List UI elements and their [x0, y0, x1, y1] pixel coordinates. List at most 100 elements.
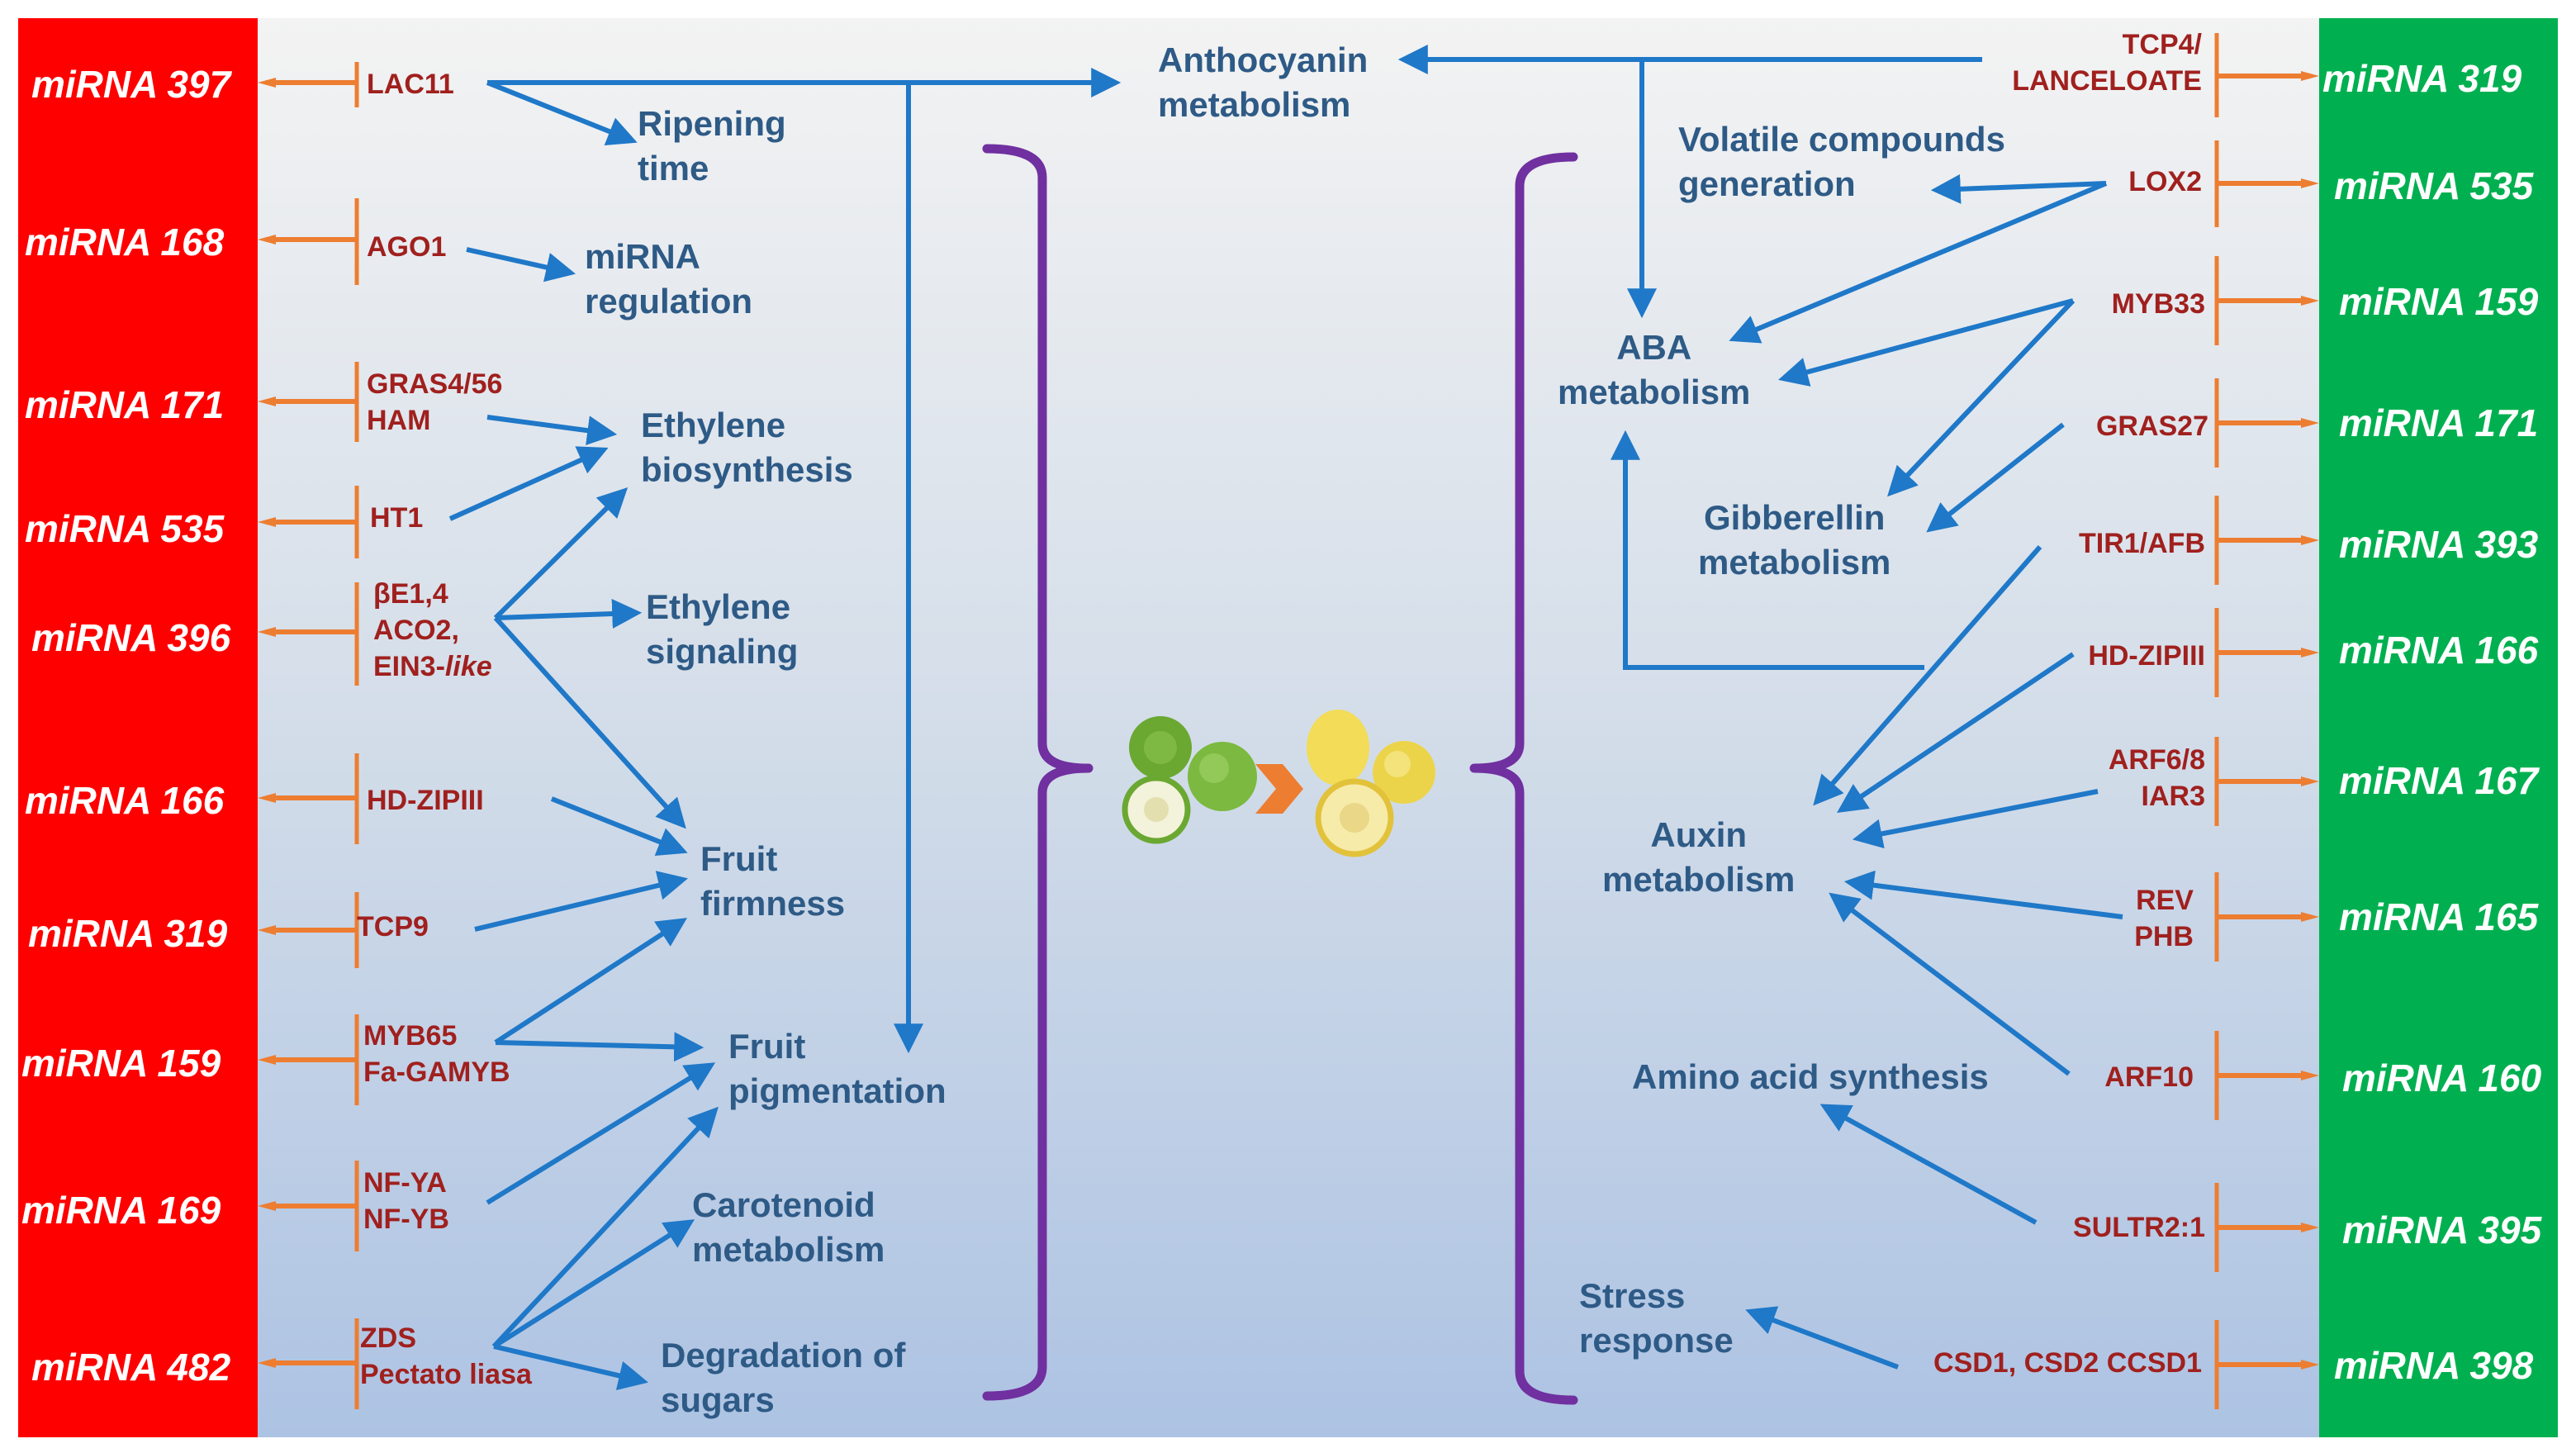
process-mirna-regulation: miRNA regulation	[585, 237, 753, 321]
process-aba-metabolism: ABA metabolism	[1558, 328, 1751, 411]
right-mirna-panel	[2319, 18, 2558, 1437]
left-mirna-169: miRNA 169	[21, 1189, 221, 1232]
gene-gras27: GRAS27	[2095, 411, 2208, 442]
gene-ago1: AGO1	[367, 231, 447, 263]
regulation-arrow-28	[1843, 870, 2123, 919]
left-mirna-159: miRNA 159	[21, 1042, 221, 1085]
repression-tip-left-4	[258, 627, 276, 637]
regulation-arrow-7	[495, 599, 643, 629]
left-mirna-482: miRNA 482	[31, 1346, 231, 1389]
regulation-arrow-3	[466, 247, 576, 283]
right-mirna-165: miRNA 165	[2339, 895, 2539, 938]
regulation-arrow-14	[491, 1106, 719, 1349]
regulation-arrows	[448, 45, 2123, 1390]
right-mirna-160: miRNA 160	[2342, 1057, 2542, 1099]
process-auxin-metabolism: Auxin metabolism	[1602, 815, 1796, 899]
regulation-arrow-29	[1829, 892, 2071, 1076]
left-mirna-166: miRNA 166	[25, 779, 225, 822]
right-mirna-319: miRNA 319	[2322, 57, 2522, 100]
repression-tip-left-0	[258, 78, 276, 88]
process-gibberellin-metabolism: Gibberellin metabolism	[1698, 498, 1891, 582]
gene-lac11: LAC11	[367, 69, 454, 100]
left-mirna-168: miRNA 168	[25, 221, 225, 264]
process-degradation-of-sugars: Degradation of sugars	[661, 1336, 906, 1419]
right-mirna-398: miRNA 398	[2334, 1344, 2534, 1387]
regulation-arrow-10	[474, 871, 689, 932]
repression-tip-left-3	[258, 517, 276, 527]
repression-tip-right-7	[2301, 912, 2319, 922]
repression-tip-right-10	[2301, 1360, 2319, 1370]
gene-hd-zipiii-right: HD-ZIPIII	[2088, 640, 2205, 672]
process-carotenoid-metabolism: Carotenoid metabolism	[692, 1185, 885, 1269]
left-mirna-397: miRNA 397	[31, 63, 231, 106]
regulation-arrow-6	[493, 487, 629, 620]
right-mirna-393: miRNA 393	[2339, 523, 2539, 566]
gene-arf6-8-iar3: ARF6/8 IAR3	[2108, 744, 2205, 812]
repression-tip-right-3	[2301, 418, 2319, 428]
repression-tip-left-8	[258, 1201, 276, 1211]
regulation-arrow-5	[448, 446, 609, 521]
right-mirna-167: miRNA 167	[2339, 759, 2539, 802]
gene-be14-aco2-ein3: βE1,4 ACO2, EIN3-like	[373, 576, 492, 685]
gene-ht1: HT1	[370, 502, 424, 534]
regulation-arrow-1	[487, 80, 923, 1054]
regulation-arrow-8	[493, 615, 686, 829]
center-panel	[258, 18, 2319, 1437]
repression-tip-right-0	[2301, 71, 2319, 81]
process-fruit-firmness: Fruit firmness	[700, 839, 846, 923]
left-mirna-panel	[18, 18, 258, 1437]
repression-tip-right-1	[2301, 178, 2319, 188]
repression-tip-right-6	[2301, 776, 2319, 786]
repression-tip-left-7	[258, 1055, 276, 1065]
repression-tip-left-2	[258, 396, 276, 406]
gene-gras4-56-ham: GRAS4/56 HAM	[367, 368, 503, 436]
gene-zds-pectato-liasa: ZDS Pectato liasa	[360, 1322, 532, 1390]
gene-hd-zipiii-left: HD-ZIPIII	[367, 785, 484, 816]
right-mirna-395: miRNA 395	[2342, 1208, 2542, 1251]
regulation-arrow-24	[1611, 430, 1924, 670]
right-mirna-171: miRNA 171	[2339, 401, 2539, 444]
right-mirna-535: miRNA 535	[2334, 164, 2534, 207]
repression-tip-right-4	[2301, 535, 2319, 545]
right-bracket	[1469, 152, 1578, 1405]
regulation-arrow-16	[493, 1344, 649, 1390]
gene-tcp9: TCP9	[357, 911, 429, 943]
gene-nf-ya-nf-yb: NF-YA NF-YB	[363, 1167, 449, 1235]
repression-tip-right-9	[2301, 1223, 2319, 1232]
regulation-arrow-22	[1887, 298, 2076, 497]
gene-sultr2-1: SULTR2:1	[2073, 1212, 2205, 1243]
process-amino-acid-synthesis: Amino acid synthesis	[1632, 1057, 1989, 1096]
gene-tir1-afb: TIR1/AFB	[2079, 528, 2205, 559]
unripe-guava-image	[1122, 716, 1257, 844]
gene-csd1-csd2-ccsd1: CSD1, CSD2 CCSD1	[1933, 1347, 2202, 1379]
process-ethylene-signaling: Ethylene signaling	[646, 587, 799, 671]
regulation-arrow-13	[486, 1062, 716, 1205]
process-ripening-time: Ripening time	[638, 104, 786, 188]
regulation-arrow-30	[1819, 1104, 2038, 1225]
repression-tip-left-1	[258, 235, 276, 245]
regulation-arrow-25	[1813, 545, 2042, 806]
left-mirna-535: miRNA 535	[25, 507, 225, 550]
right-mirna-159: miRNA 159	[2339, 280, 2539, 323]
left-mirna-171: miRNA 171	[25, 383, 225, 426]
gene-myb65-fa-gamyb: MYB65 Fa-GAMYB	[363, 1020, 510, 1088]
process-ethylene-biosynthesis: Ethylene biosynthesis	[641, 406, 853, 489]
repression-tip-right-5	[2301, 648, 2319, 658]
gene-ein3-like-text: like	[444, 651, 492, 682]
regulation-arrow-4	[486, 415, 618, 446]
left-mirna-396: miRNA 396	[31, 616, 231, 659]
gene-lox2: LOX2	[2128, 166, 2202, 197]
process-volatile-compounds-generation: Volatile compounds generation	[1678, 120, 2005, 203]
repression-tip-right-8	[2301, 1071, 2319, 1080]
gene-rev-phb: REV PHB	[2134, 885, 2194, 952]
regulation-arrow-2	[486, 80, 638, 146]
regulation-arrow-9	[550, 796, 688, 857]
guava-ripening-image	[1122, 710, 1435, 857]
regulation-arrow-21	[1778, 298, 2074, 387]
ripe-guava-image	[1307, 710, 1435, 857]
ripening-arrow-icon	[1255, 764, 1303, 814]
regulation-arrow-31	[1745, 1306, 1900, 1370]
repression-tip-left-5	[258, 793, 276, 803]
